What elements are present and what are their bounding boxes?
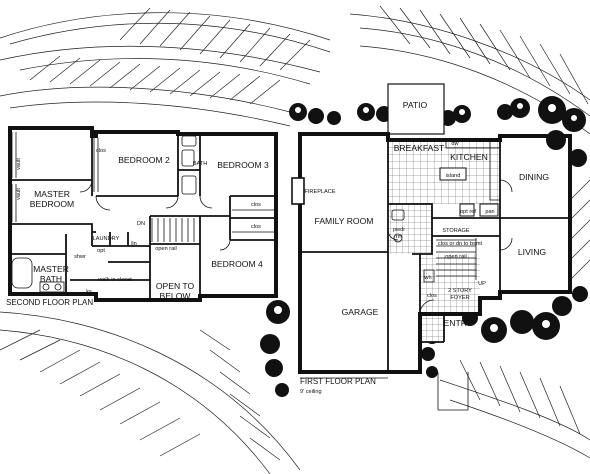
label-opt: opt — [97, 248, 105, 254]
room-bedroom-3: BEDROOM 3 — [217, 160, 269, 170]
first-floor-caption: FIRST FLOOR PLAN — [300, 377, 376, 386]
label-clos-1f: clos — [427, 293, 437, 299]
second-floor-plan: BEDROOM 2 BATH BEDROOM 3 MASTER BEDROOM … — [6, 126, 278, 307]
label-storage: STORAGE — [442, 228, 470, 234]
room-garage: GARAGE — [342, 307, 379, 317]
label-rm: rm — [396, 234, 403, 240]
label-opt-ref: opt ref — [460, 209, 476, 215]
first-floor-plan: PATIO BREAKFAST KITCHEN DINING FAMILY RO… — [291, 83, 572, 411]
second-floor-caption: SECOND FLOOR PLAN — [6, 298, 93, 307]
label-vault-lower: vault — [16, 188, 22, 200]
label-dw: dw — [451, 141, 459, 147]
room-master-bath-line1: MASTER — [33, 264, 69, 274]
room-bedroom-4: BEDROOM 4 — [211, 259, 263, 269]
label-ks: ks — [86, 289, 92, 295]
first-floor-ceiling-note: 9' ceiling — [300, 389, 322, 395]
room-kitchen: KITCHEN — [450, 152, 488, 162]
label-up: UP — [478, 281, 486, 287]
room-master-bath-line2: BATH — [40, 274, 62, 284]
label-open-rail-2f: open rail — [155, 246, 176, 252]
label-two-story-line1: 2 STORY — [448, 288, 472, 294]
room-open-to-below-line2: BELOW — [159, 291, 191, 301]
room-open-to-below-line1: OPEN TO — [156, 281, 195, 291]
label-laundry: LAUNDRY — [93, 236, 120, 242]
label-island: island — [446, 173, 461, 179]
room-entry: ENTRY — [444, 318, 473, 328]
label-clos-right-upper: clos — [251, 202, 261, 208]
label-vault-upper: vault — [16, 158, 22, 170]
room-living: LIVING — [518, 247, 546, 257]
label-clos-or-dn-to-bsmt: clos or dn to bsmt — [438, 241, 483, 247]
room-patio: PATIO — [403, 100, 428, 110]
room-bedroom-2: BEDROOM 2 — [118, 155, 170, 165]
label-dn: DN — [137, 221, 145, 227]
landscape-hatching — [0, 5, 590, 474]
room-master-bedroom-line1: MASTER — [34, 189, 70, 199]
label-clos-top: clos — [96, 148, 106, 154]
room-master-bedroom-line2: BEDROOM — [30, 199, 74, 209]
label-pan: pan — [485, 209, 494, 215]
label-open-rail-1f: open rail — [445, 254, 466, 260]
room-bath: BATH — [193, 161, 208, 167]
label-fireplace: FIREPLACE — [304, 189, 335, 195]
label-pwdr: pwdr — [393, 227, 405, 233]
room-dining: DINING — [519, 172, 549, 182]
label-walk-in-closet: walk-in closet — [97, 277, 132, 283]
room-family-room: FAMILY ROOM — [315, 216, 374, 226]
label-clos-right-lower: clos — [251, 224, 261, 230]
label-two-story-line2: FOYER — [450, 295, 469, 301]
label-wh: wh — [423, 275, 431, 281]
label-shwr: shwr — [74, 254, 86, 260]
room-breakfast: BREAKFAST — [394, 143, 445, 153]
label-lin: lin — [131, 241, 137, 247]
